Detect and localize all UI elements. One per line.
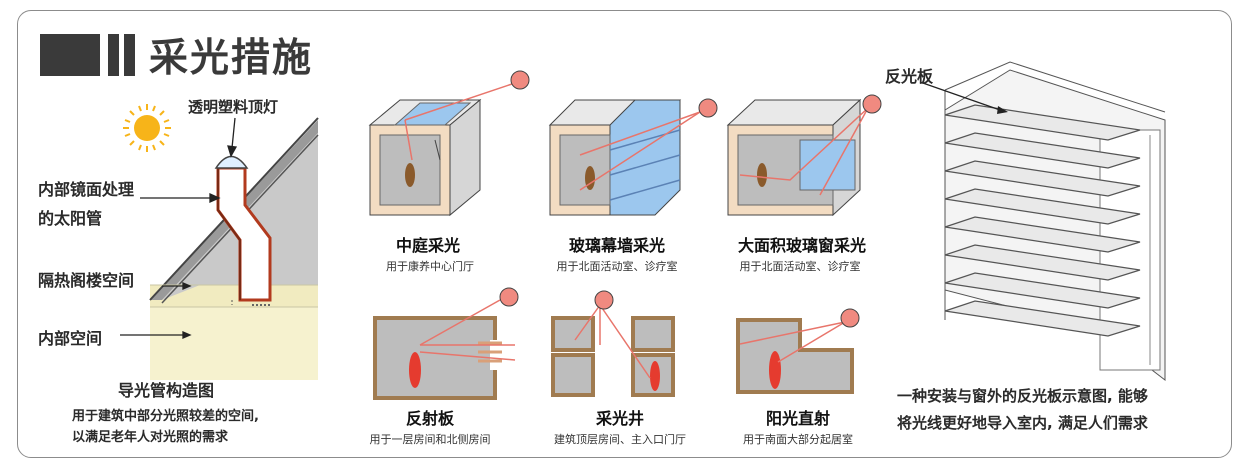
atrium-illustration xyxy=(368,70,530,217)
method-use: 用于康养中心门厅 xyxy=(386,260,474,273)
page-title: 采光措施 xyxy=(149,36,314,81)
title-area: 采光措施 xyxy=(40,30,314,81)
method-name: 阳光直射 xyxy=(765,409,831,428)
label-attic: 隔热阁楼空间 xyxy=(38,271,135,290)
method-name: 中庭采光 xyxy=(395,236,461,255)
reflector-desc-line2: 将光线更好地导入室内, 满足人们需求 xyxy=(897,414,1148,432)
method-name: 采光井 xyxy=(595,409,645,428)
title-block-icon xyxy=(40,34,100,76)
method-name: 玻璃幕墙采光 xyxy=(568,236,666,255)
sun-icon xyxy=(123,104,171,152)
reflector-label: 反光板 xyxy=(885,67,934,86)
reflector-louvers-illustration xyxy=(919,61,1166,382)
label-inner-mirror-line2: 的太阳管 xyxy=(38,209,103,228)
large-window-illustration xyxy=(726,94,882,217)
title-bar-icon xyxy=(124,34,135,76)
reflector-desc-line1: 一种安装与窗外的反光板示意图, 能够 xyxy=(897,387,1148,405)
method-name: 反射板 xyxy=(405,409,455,428)
label-inner-space: 内部空间 xyxy=(38,329,103,348)
curtain-wall-illustration xyxy=(548,98,718,216)
attic-area xyxy=(150,285,318,307)
method-use: 用于北面活动室、诊疗室 xyxy=(739,260,861,273)
label-inner-mirror-line1: 内部镜面处理 xyxy=(38,180,135,199)
label-top-dome: 透明塑料顶灯 xyxy=(188,98,279,116)
direct-sun-illustration xyxy=(736,308,860,394)
method-use: 用于一层房间和北侧房间 xyxy=(369,433,491,446)
method-use: 建筑顶层房间、主入口门厅 xyxy=(554,433,686,446)
light-pipe-desc-line2: 以满足老年人对光照的需求 xyxy=(72,430,229,445)
light-pipe-desc-line1: 用于建筑中部分光照较差的空间, xyxy=(72,409,259,424)
title-bar-icon xyxy=(108,34,119,76)
dome-icon xyxy=(214,155,249,169)
method-use: 用于南面大部分起居室 xyxy=(743,433,853,446)
method-name: 大面积玻璃窗采光 xyxy=(737,236,867,255)
outer-frame xyxy=(17,10,1232,458)
light-well-illustration xyxy=(551,290,675,397)
method-use: 用于北面活动室、诊疗室 xyxy=(556,260,678,273)
light-pipe-caption: 导光管构造图 xyxy=(118,381,215,400)
reflector-plan-illustration xyxy=(373,287,519,400)
